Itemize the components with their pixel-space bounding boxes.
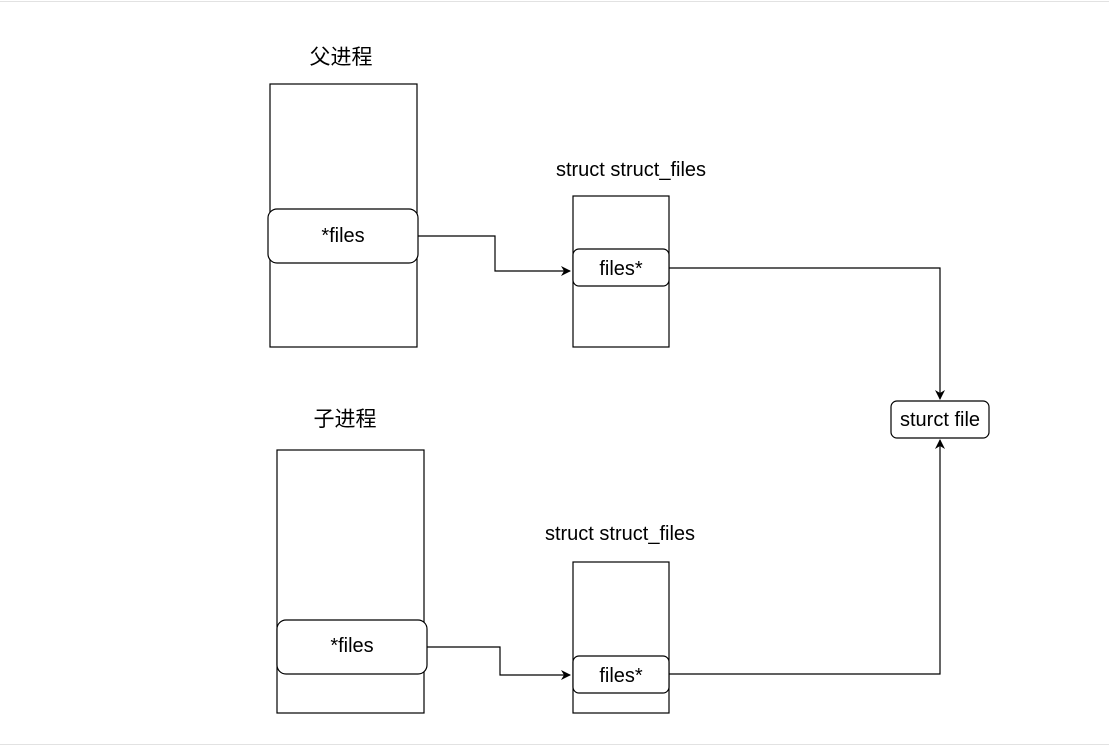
bottom-border <box>0 744 1109 745</box>
parent-files-struct-field-label: files* <box>599 258 643 280</box>
top-border <box>0 1 1109 2</box>
child-files-struct-title: struct struct_files <box>545 523 695 545</box>
child-files-struct-field-label: files* <box>599 665 643 687</box>
child-process-title: 子进程 <box>314 408 377 431</box>
parent-files-struct-title: struct struct_files <box>556 159 706 181</box>
arrow-child-to-files-struct <box>427 646 571 680</box>
child-process: 子进程 *files <box>276 408 428 714</box>
child-files-field-label: *files <box>330 635 373 657</box>
struct-file-node: sturct file <box>890 400 990 439</box>
parent-files-struct: struct struct_files files* <box>556 159 706 348</box>
child-files-struct: struct struct_files files* <box>545 523 695 714</box>
arrow-parent-files-struct-to-struct-file <box>669 267 945 400</box>
arrow-parent-to-files-struct <box>418 235 571 276</box>
struct-file-box <box>890 400 990 439</box>
parent-process: 父进程 *files <box>267 46 419 348</box>
arrow-child-files-struct-to-struct-file <box>669 439 945 675</box>
struct-file-label: sturct file <box>900 409 980 431</box>
parent-files-field-label: *files <box>321 225 364 247</box>
parent-process-title: 父进程 <box>310 46 373 69</box>
